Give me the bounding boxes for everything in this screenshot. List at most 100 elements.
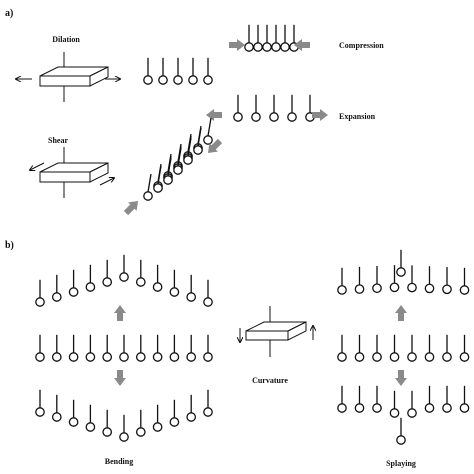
- lipid-molecule-icon: [135, 334, 146, 362]
- bending-down-arrow-icon: [114, 370, 126, 386]
- splaying-label: Splaying: [386, 459, 416, 468]
- expansion-arrow-left-icon: [206, 109, 222, 121]
- shear-block-icon: [39, 147, 109, 198]
- lipid-molecule-icon: [442, 334, 452, 362]
- lipid-molecule-icon: [186, 274, 197, 302]
- lipid-molecule-icon: [152, 404, 163, 432]
- lipid-molecule-icon: [35, 334, 45, 362]
- panel-b-label: b): [5, 240, 14, 251]
- lipid-molecule-icon: [35, 279, 45, 307]
- lipid-molecule-icon: [389, 390, 400, 418]
- lipid-molecule-icon: [188, 57, 198, 85]
- curvature-label: Curvature: [252, 376, 288, 385]
- lipid-molecule-icon: [173, 57, 183, 85]
- bending-middle-lipid-row: [35, 334, 213, 362]
- lipid-molecule-icon: [51, 334, 62, 362]
- shear-gray-arrow-upper-icon: [207, 138, 223, 154]
- lipid-molecule-icon: [119, 334, 129, 362]
- lipid-molecule-icon: [169, 269, 180, 297]
- lipid-molecule-icon: [337, 334, 347, 362]
- lipid-molecule-icon: [337, 385, 347, 413]
- compression-label: Compression: [339, 41, 384, 50]
- bending-label: Bending: [105, 457, 133, 466]
- bending-top-lipid-row: [35, 254, 213, 307]
- expansion-label: Expansion: [339, 112, 376, 121]
- lipid-molecule-icon: [143, 57, 153, 85]
- bending-up-arrow-icon: [114, 305, 126, 321]
- lipid-molecule-icon: [442, 267, 452, 295]
- lipid-molecule-icon: [186, 394, 197, 422]
- lipid-molecule-icon: [203, 57, 213, 85]
- lipid-molecule-icon: [152, 334, 163, 362]
- lipid-molecule-icon: [459, 334, 470, 362]
- splaying-up-arrow-icon: [395, 305, 407, 321]
- lipid-molecule-icon: [203, 389, 213, 417]
- panel-a-label: a): [5, 8, 13, 19]
- lipid-molecule-icon: [271, 24, 281, 52]
- lipid-molecule-icon: [193, 127, 203, 155]
- lipid-molecule-icon: [233, 94, 243, 122]
- lipid-molecule-icon: [389, 334, 400, 362]
- lipid-molecule-icon: [51, 274, 62, 302]
- shear-label: Shear: [48, 136, 68, 145]
- lipid-molecule-icon: [289, 24, 299, 52]
- lipid-molecule-icon: [102, 334, 113, 362]
- curvature-block-icon: [245, 306, 307, 357]
- lipid-molecule-icon: [68, 334, 79, 362]
- lipid-molecule-icon: [152, 264, 163, 292]
- lipid-molecule-icon: [102, 409, 113, 437]
- lipid-molecule-icon: [169, 399, 180, 427]
- lipid-molecule-icon: [407, 390, 417, 418]
- compressed-lipid-row: [244, 24, 299, 52]
- sheared-lipid-rows: [143, 117, 213, 201]
- lipid-molecule-icon: [119, 254, 129, 282]
- lipid-molecule-icon: [51, 394, 62, 422]
- bending-bottom-lipid-row: [35, 389, 213, 442]
- lipid-molecule-icon: [119, 414, 129, 442]
- compression-arrow-right-icon: [294, 39, 310, 51]
- lipid-molecule-icon: [203, 279, 213, 307]
- splaying-top-lipid-row: [337, 249, 470, 295]
- lipid-molecule-icon: [203, 117, 213, 145]
- lipid-molecule-icon: [135, 409, 146, 437]
- lipid-molecule-icon: [143, 173, 153, 201]
- lipid-molecule-icon: [173, 147, 183, 175]
- lipid-molecule-icon: [354, 266, 365, 294]
- lipid-molecule-icon: [169, 334, 180, 362]
- lipid-molecule-icon: [102, 259, 113, 287]
- lipid-molecule-icon: [68, 269, 79, 297]
- expansion-arrow-right-icon: [312, 109, 328, 121]
- lipid-molecule-icon: [424, 266, 435, 294]
- lipid-molecule-icon: [135, 259, 146, 287]
- lipid-molecule-icon: [396, 417, 406, 445]
- lipid-molecule-icon: [372, 385, 382, 413]
- lipid-molecule-icon: [253, 24, 263, 52]
- lipid-molecule-icon: [153, 165, 163, 193]
- lipid-molecule-icon: [389, 265, 400, 293]
- shear-arrow-top-icon: [30, 162, 45, 170]
- lipid-molecule-icon: [163, 157, 173, 185]
- dilation-label: Dilation: [52, 35, 80, 44]
- lipid-molecule-icon: [407, 334, 417, 362]
- lipid-molecule-icon: [442, 385, 452, 413]
- splaying-down-arrow-icon: [395, 370, 407, 386]
- lipid-molecule-icon: [85, 264, 96, 292]
- lipid-molecule-icon: [85, 404, 96, 432]
- splaying-middle-lipid-row: [337, 334, 470, 362]
- lipid-molecule-icon: [354, 334, 365, 362]
- compression-arrow-left-icon: [229, 39, 245, 51]
- lipid-molecule-icon: [424, 334, 435, 362]
- lipid-molecule-icon: [372, 266, 382, 294]
- lipid-molecule-icon: [244, 24, 254, 52]
- lipid-molecule-icon: [459, 385, 470, 413]
- lipid-molecule-icon: [337, 267, 347, 295]
- lipid-molecule-icon: [262, 24, 272, 52]
- shear-arrow-bottom-icon: [99, 178, 114, 186]
- lipid-molecule-icon: [396, 249, 406, 277]
- lipid-molecule-icon: [68, 399, 79, 427]
- lipid-molecule-icon: [354, 385, 365, 413]
- lipid-molecule-icon: [158, 57, 168, 85]
- lipid-molecule-icon: [269, 94, 279, 122]
- lipid-molecule-icon: [183, 137, 193, 165]
